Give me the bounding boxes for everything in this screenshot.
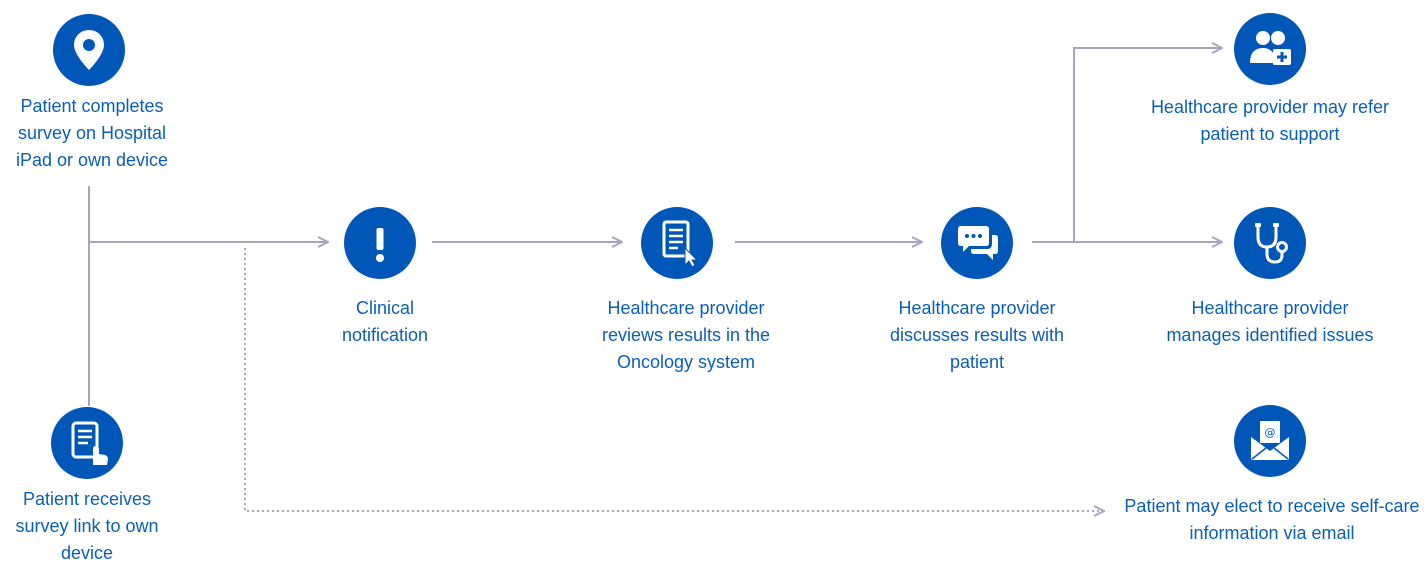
svg-text:@: @ bbox=[1265, 426, 1276, 439]
chat-bubbles-icon bbox=[941, 207, 1013, 279]
document-cursor-icon bbox=[641, 207, 713, 279]
dotted-arrow-to-self-care-email bbox=[244, 248, 1104, 511]
exclamation-icon bbox=[344, 207, 416, 279]
node-label-provider-reviews: Healthcare provider reviews results in t… bbox=[601, 298, 771, 372]
node-label-patient-receives: Patient receives survey link to own devi… bbox=[15, 489, 159, 563]
node-label-provider-manages: Healthcare provider manages identified i… bbox=[1166, 298, 1374, 345]
node-label-patient-completes: Patient completes survey on Hospital iPa… bbox=[15, 96, 169, 170]
stethoscope-icon bbox=[1234, 207, 1306, 279]
tablet-touch-icon bbox=[51, 407, 123, 479]
node-label-self-care-email: Patient may elect to receive self-care i… bbox=[1124, 496, 1420, 543]
arrow-to-provider-refers bbox=[1073, 48, 1222, 242]
email-envelope-icon: @ bbox=[1234, 405, 1306, 477]
location-pin-icon bbox=[53, 14, 125, 86]
node-label-clinical-notification: Clinical notification bbox=[341, 298, 429, 345]
node-label-provider-refers: Healthcare provider may refer patient to… bbox=[1150, 97, 1390, 144]
users-plus-icon bbox=[1234, 13, 1306, 85]
node-label-provider-discusses: Healthcare provider discusses results wi… bbox=[889, 298, 1065, 372]
